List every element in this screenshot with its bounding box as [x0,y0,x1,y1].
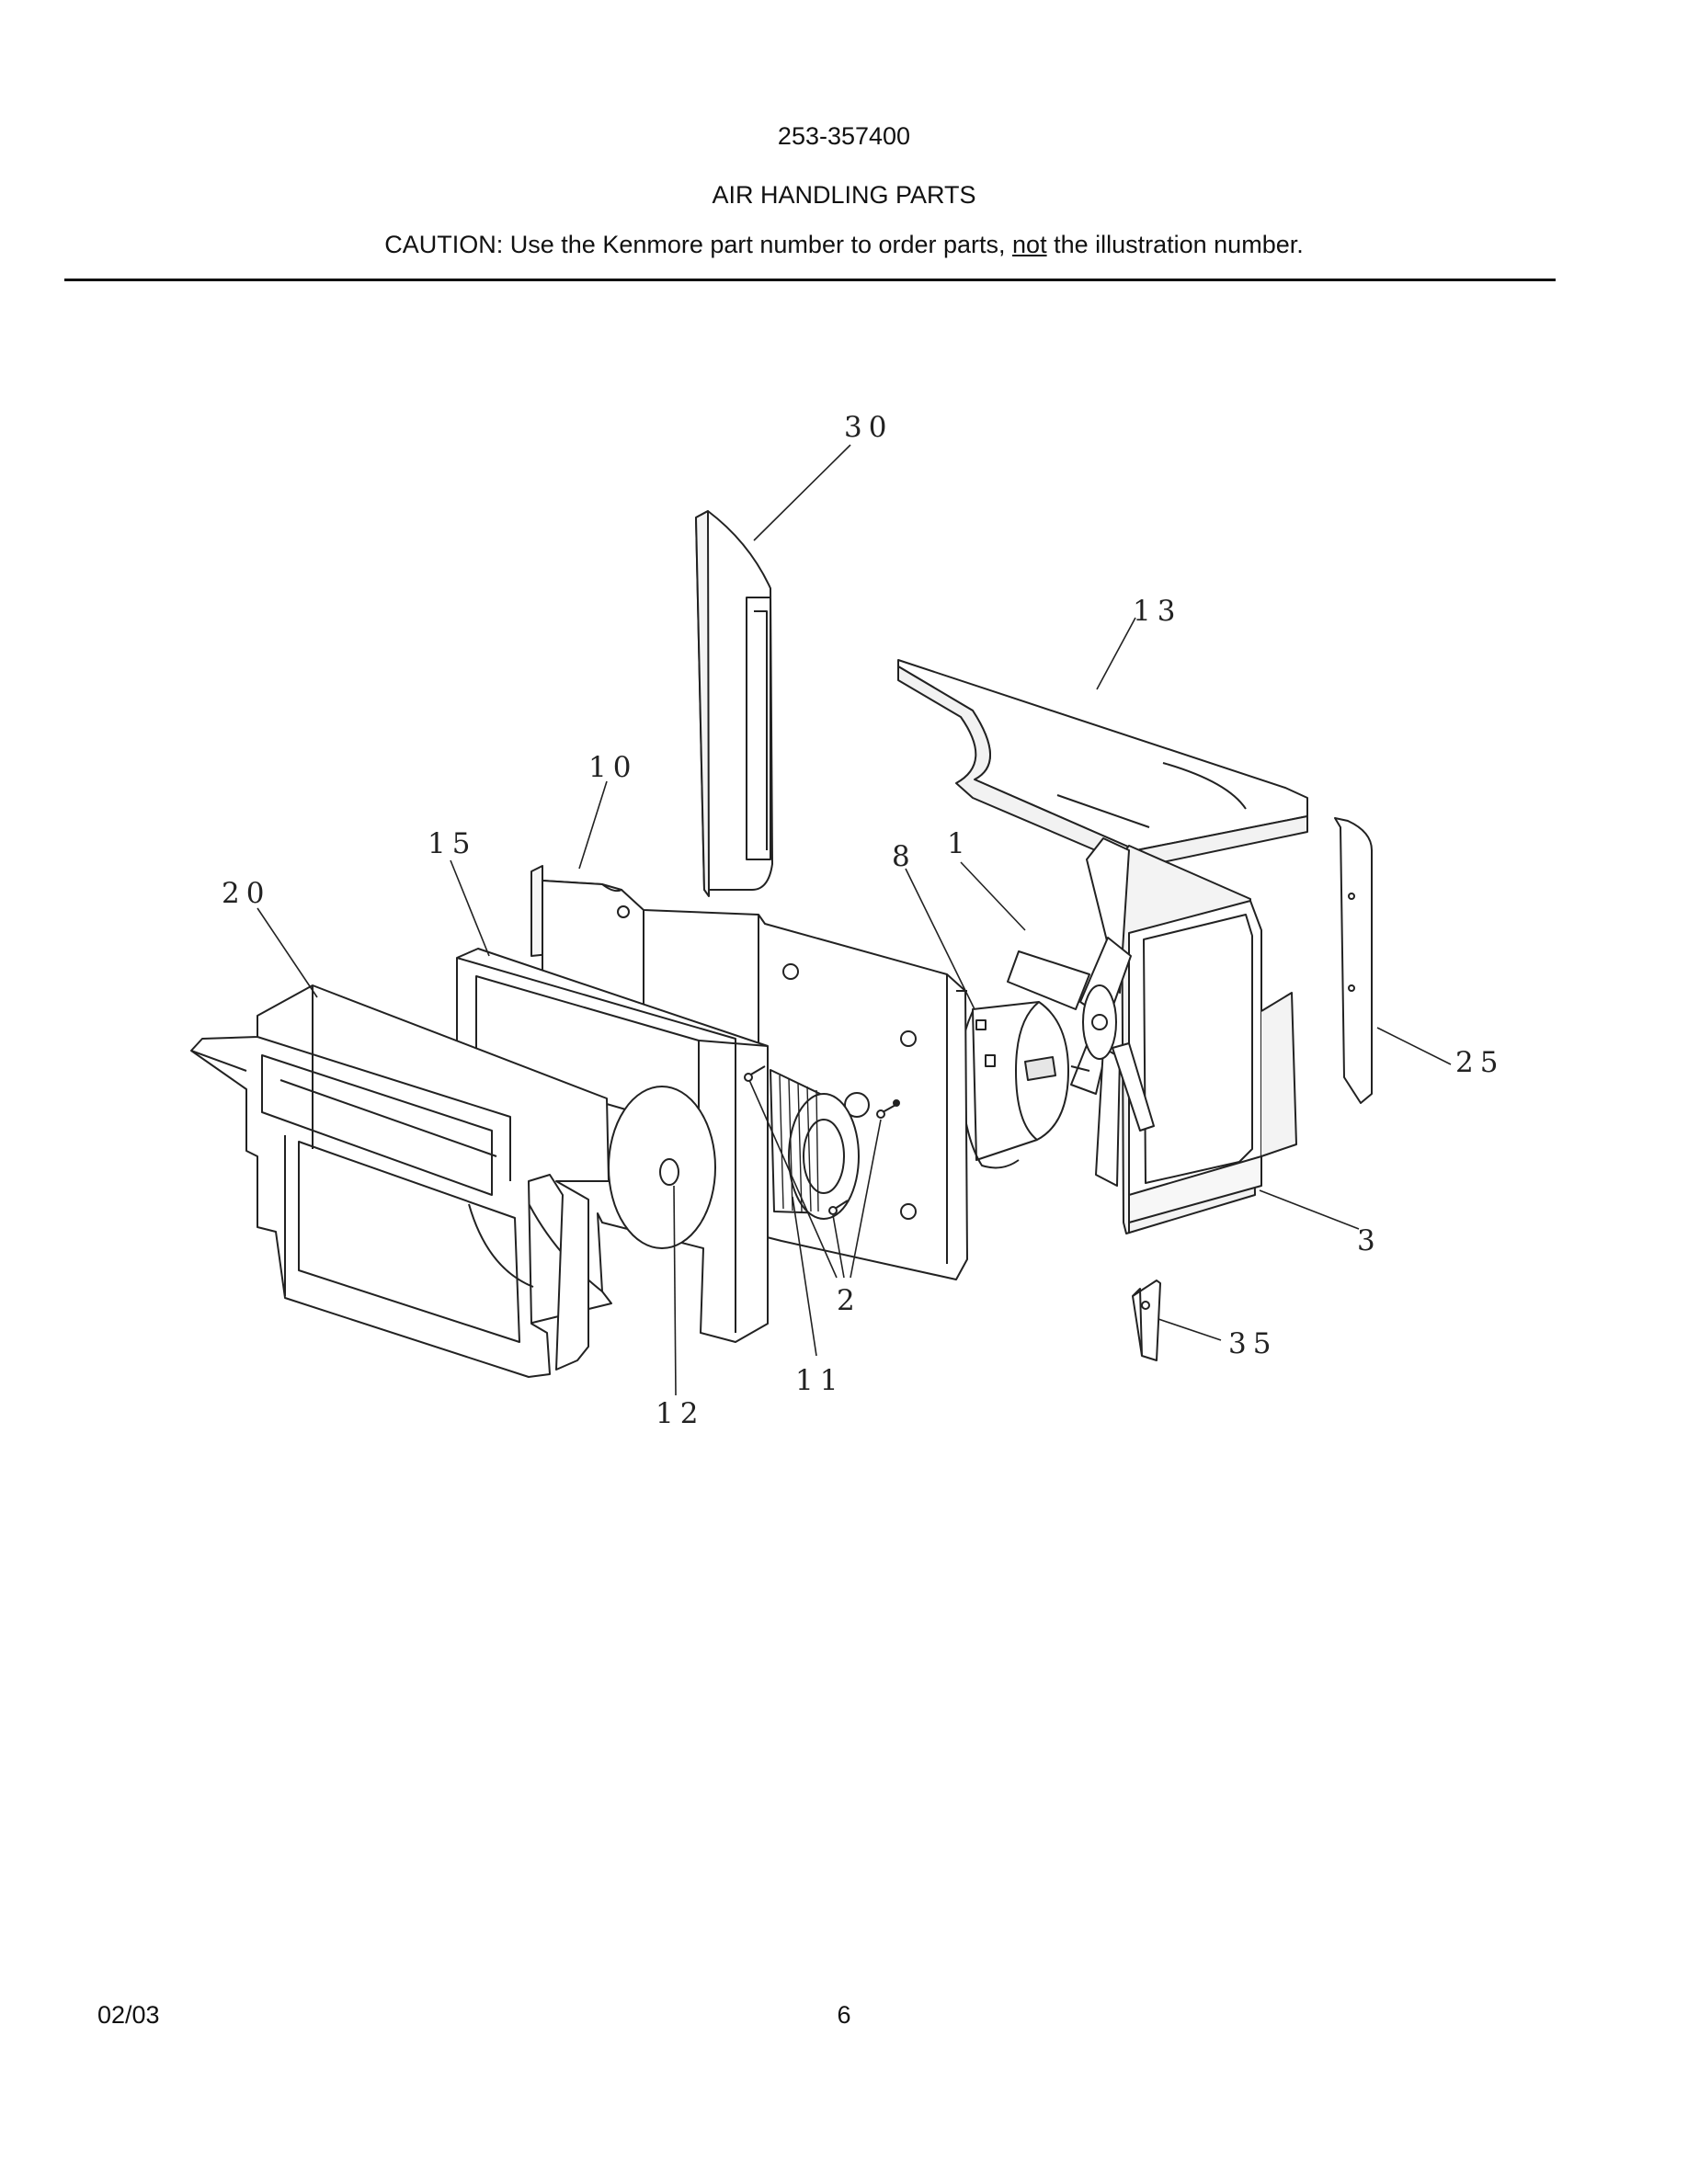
callout-leader-lines [257,444,1452,1396]
callout-30: 30 [844,411,893,444]
callout-11: 11 [795,1364,844,1397]
caution-text-post: the illustration number. [1046,231,1304,258]
section-title: AIR HANDLING PARTS [712,181,976,209]
caution-note: CAUTION: Use the Kenmore part number to … [0,230,1688,259]
callout-13: 13 [1133,595,1181,628]
caution-emphasis: not [1012,231,1047,258]
part-35-small-bracket [1132,1280,1161,1361]
caution-text-pre: CAUTION: Use the Kenmore part number to … [384,231,1013,258]
callout-2: 2 [837,1284,861,1317]
callout-15: 15 [428,827,476,860]
callout-12: 12 [656,1397,704,1430]
page-number: 6 [837,2001,851,2029]
callout-10: 10 [588,751,637,784]
part-11-blower-wheel [770,1069,860,1220]
part-3-frame [1121,845,1297,1234]
part-25-side-bracket [1334,817,1373,1104]
callout-1: 1 [947,827,972,860]
callout-numbers: 30 13 10 15 20 8 1 25 3 35 2 11 12 [222,411,1504,1430]
callout-8: 8 [892,840,917,873]
callout-3: 3 [1357,1224,1382,1257]
callout-35: 35 [1228,1327,1277,1360]
part-2-screws [744,1065,898,1215]
header-rule [64,279,1556,281]
model-number: 253-357400 [777,122,911,150]
part-15-scroll-housing [456,948,769,1343]
callout-25: 25 [1455,1046,1504,1079]
part-20-front-bezel [190,984,610,1378]
part-1-fan-blade [1007,837,1155,1187]
callout-20: 20 [222,877,270,910]
footer-date: 02/03 [97,2001,160,2029]
part-8-motor [958,1001,1090,1169]
part-30-duct-panel [695,510,773,897]
